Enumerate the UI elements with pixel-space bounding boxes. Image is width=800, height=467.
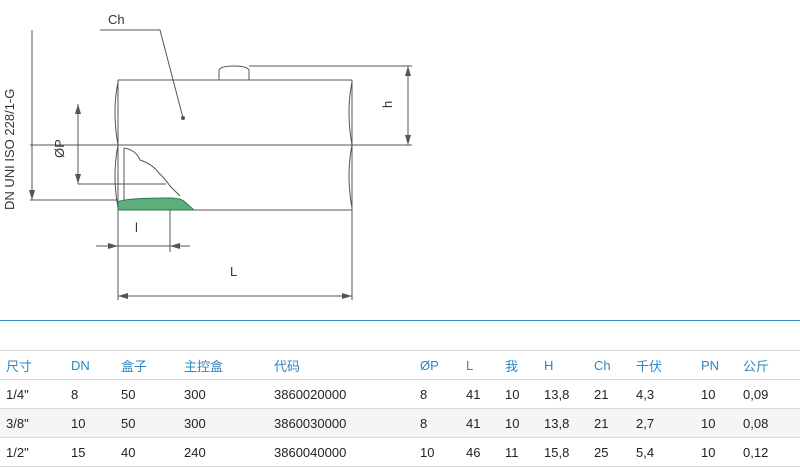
cell: 11 xyxy=(499,437,538,467)
cell: 41 xyxy=(460,379,499,409)
arrow-p-top xyxy=(75,104,81,114)
cell: 0,09 xyxy=(737,379,800,409)
label-h: h xyxy=(380,101,395,108)
col-header-l: L xyxy=(460,350,499,380)
fitting-body-outline xyxy=(117,79,353,211)
arrow-h-bot xyxy=(405,135,411,145)
section-divider xyxy=(0,320,800,321)
cell: 40 xyxy=(115,437,178,467)
cell: 13,8 xyxy=(538,408,588,438)
arrow-p-bot xyxy=(75,174,81,184)
cell: 300 xyxy=(178,408,268,438)
col-header-kg: 公斤 xyxy=(737,350,800,380)
col-header-box: 盒子 xyxy=(115,350,178,380)
fitting-seal xyxy=(117,197,196,211)
cell: 10 xyxy=(695,437,737,467)
cell: 13,8 xyxy=(538,379,588,409)
ch-leader xyxy=(100,29,184,119)
cell: 10 xyxy=(65,408,115,438)
cell: 3860020000 xyxy=(268,379,414,409)
cell: 1/2" xyxy=(0,437,65,467)
col-header-master-box: 主控盒 xyxy=(178,350,268,380)
table-row: 1/2" 15 40 240 3860040000 10 46 11 15,8 … xyxy=(0,437,800,467)
arrow-l-left xyxy=(108,243,118,249)
cell: 4,3 xyxy=(630,379,695,409)
cell: 3860030000 xyxy=(268,408,414,438)
cell: 2,7 xyxy=(630,408,695,438)
cell: 3860040000 xyxy=(268,437,414,467)
cell: 240 xyxy=(178,437,268,467)
cell: 1/4" xyxy=(0,379,65,409)
cell: 300 xyxy=(178,379,268,409)
label-dn: DN UNI ISO 228/1-G xyxy=(2,89,17,210)
col-header-i: 我 xyxy=(499,350,538,380)
label-l-small: l xyxy=(135,220,138,235)
label-L-large: L xyxy=(230,264,237,279)
cell: 10 xyxy=(414,437,460,467)
cell: 25 xyxy=(588,437,630,467)
arrow-L-left xyxy=(118,293,128,299)
cell: 5,4 xyxy=(630,437,695,467)
cell: 15,8 xyxy=(538,437,588,467)
cell: 46 xyxy=(460,437,499,467)
label-p: ØP xyxy=(52,139,67,158)
label-ch: Ch xyxy=(108,12,125,27)
cell: 0,12 xyxy=(737,437,800,467)
table-row: 3/8" 10 50 300 3860030000 8 41 10 13,8 2… xyxy=(0,408,800,438)
col-header-code: 代码 xyxy=(268,350,414,380)
cell: 10 xyxy=(499,379,538,409)
col-header-size: 尺寸 xyxy=(0,350,65,380)
cutaway-section xyxy=(123,147,181,200)
col-header-kv: 千伏 xyxy=(630,350,695,380)
cell: 8 xyxy=(414,408,460,438)
arrow-h-top xyxy=(405,66,411,76)
cell: 0,08 xyxy=(737,408,800,438)
cell: 21 xyxy=(588,379,630,409)
arrow-l-right xyxy=(170,243,180,249)
cell: 50 xyxy=(115,408,178,438)
cell: 41 xyxy=(460,408,499,438)
arrow-L-right xyxy=(342,293,352,299)
cell: 10 xyxy=(499,408,538,438)
arrow-dn-bot xyxy=(29,190,35,200)
col-header-h: H xyxy=(538,350,588,380)
col-header-p: ØP xyxy=(414,350,460,380)
cell: 21 xyxy=(588,408,630,438)
col-header-dn: DN xyxy=(65,350,115,380)
cell: 50 xyxy=(115,379,178,409)
ch-leader-dot xyxy=(181,116,185,120)
fitting-top-pin xyxy=(218,65,250,80)
col-header-ch: Ch xyxy=(588,350,630,380)
cell: 3/8" xyxy=(0,408,65,438)
cell: 10 xyxy=(695,379,737,409)
spec-table: 尺寸 DN 盒子 主控盒 代码 ØP L 我 H Ch 千伏 PN 公斤 1/4… xyxy=(0,350,800,467)
table-header-row: 尺寸 DN 盒子 主控盒 代码 ØP L 我 H Ch 千伏 PN 公斤 xyxy=(0,350,800,380)
cell: 8 xyxy=(414,379,460,409)
col-header-pn: PN xyxy=(695,350,737,380)
cell: 8 xyxy=(65,379,115,409)
cell: 10 xyxy=(695,408,737,438)
table-row: 1/4" 8 50 300 3860020000 8 41 10 13,8 21… xyxy=(0,379,800,409)
cell: 15 xyxy=(65,437,115,467)
technical-drawing: Ch h DN UNI ISO 228/1-G ØP l L xyxy=(2,12,412,300)
